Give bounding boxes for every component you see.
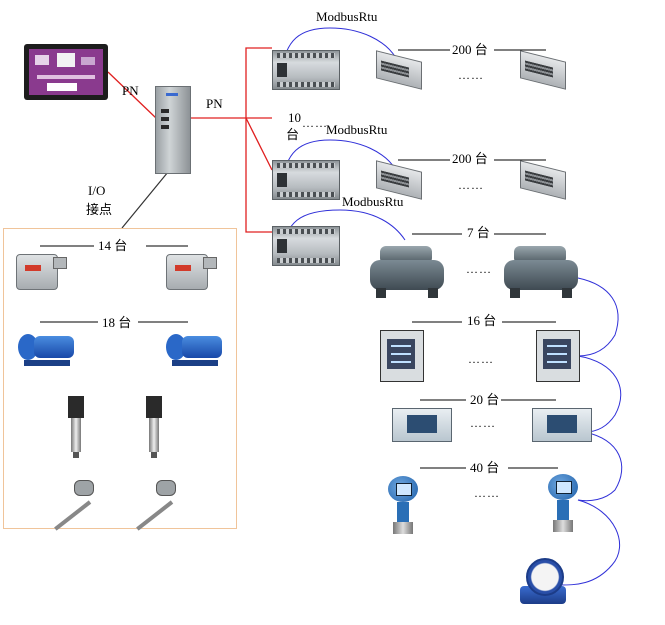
fcu-count-1: 200 台 [450, 42, 490, 57]
plc-module-3 [272, 226, 340, 266]
modbus-line-1 [281, 27, 397, 73]
pressure-transducer-icon [66, 396, 86, 458]
water-pump-icon [18, 330, 76, 370]
valve-actuator-icon [16, 254, 67, 290]
fcu-ellipsis-2: …… [458, 178, 484, 192]
pn-branch-3 [245, 118, 272, 233]
transmitter-icon [548, 474, 578, 534]
thermocouple-icon [126, 478, 182, 531]
power-meter-icon [380, 330, 424, 382]
pump-count: 18 台 [100, 315, 134, 330]
recorder-ellipsis: …… [470, 416, 496, 430]
pn-label-left: PN [122, 83, 139, 98]
chiller-icon [504, 244, 578, 298]
io-device-group [3, 228, 237, 529]
meter-ellipsis: …… [468, 352, 494, 366]
plc-ellipsis: …… [302, 116, 328, 130]
thermocouple-icon [44, 478, 100, 531]
chiller-ellipsis: …… [466, 262, 492, 276]
transmitter-icon [388, 476, 418, 536]
valve-actuator-icon [166, 254, 217, 290]
pn-label-right: PN [206, 96, 223, 111]
pn-branch-1 [245, 47, 272, 118]
transmitter-ellipsis: …… [474, 486, 500, 500]
modbus-transmitter-watermeter [559, 499, 621, 586]
modbus-recorder-transmitter [577, 431, 623, 502]
plc-count-number: 10 [288, 110, 301, 125]
plc-cpu-icon [155, 86, 191, 174]
meter-count: 16 台 [465, 313, 499, 328]
fcu-count-2: 200 台 [450, 151, 490, 166]
chiller-icon [370, 244, 444, 298]
recorder-count: 20 台 [468, 392, 502, 407]
modbus-meter-recorder [577, 355, 622, 433]
water-pump-icon [166, 330, 224, 370]
modbus-lines [281, 27, 623, 586]
power-meter-icon [536, 330, 580, 382]
recorder-icon [392, 408, 452, 442]
hmi-touch-panel-icon [24, 44, 108, 100]
pn-branch-2 [245, 117, 273, 171]
plc-module-1 [272, 50, 340, 90]
io-label-line2: 接点 [86, 202, 113, 217]
profinet-lines [107, 47, 273, 233]
fcu-ellipsis-1: …… [458, 68, 484, 82]
modbus-label-1: ModbusRtu [316, 9, 378, 24]
actuator-count: 14 台 [96, 238, 130, 253]
modbus-chiller-meter [577, 277, 619, 357]
pn-hmi-cpu-line [107, 71, 157, 119]
modbus-label-3: ModbusRtu [342, 194, 404, 209]
io-line [121, 171, 169, 229]
recorder-icon [532, 408, 592, 442]
modbus-label-2: ModbusRtu [326, 122, 388, 137]
water-meter-icon [516, 548, 570, 612]
io-label-line1: I/O [88, 183, 106, 198]
chiller-count: 7 台 [465, 225, 492, 240]
plc-count-unit: 台 [286, 127, 300, 142]
transmitter-count: 40 台 [468, 460, 502, 475]
plc-module-2 [272, 160, 340, 200]
pressure-transducer-icon [144, 396, 164, 458]
